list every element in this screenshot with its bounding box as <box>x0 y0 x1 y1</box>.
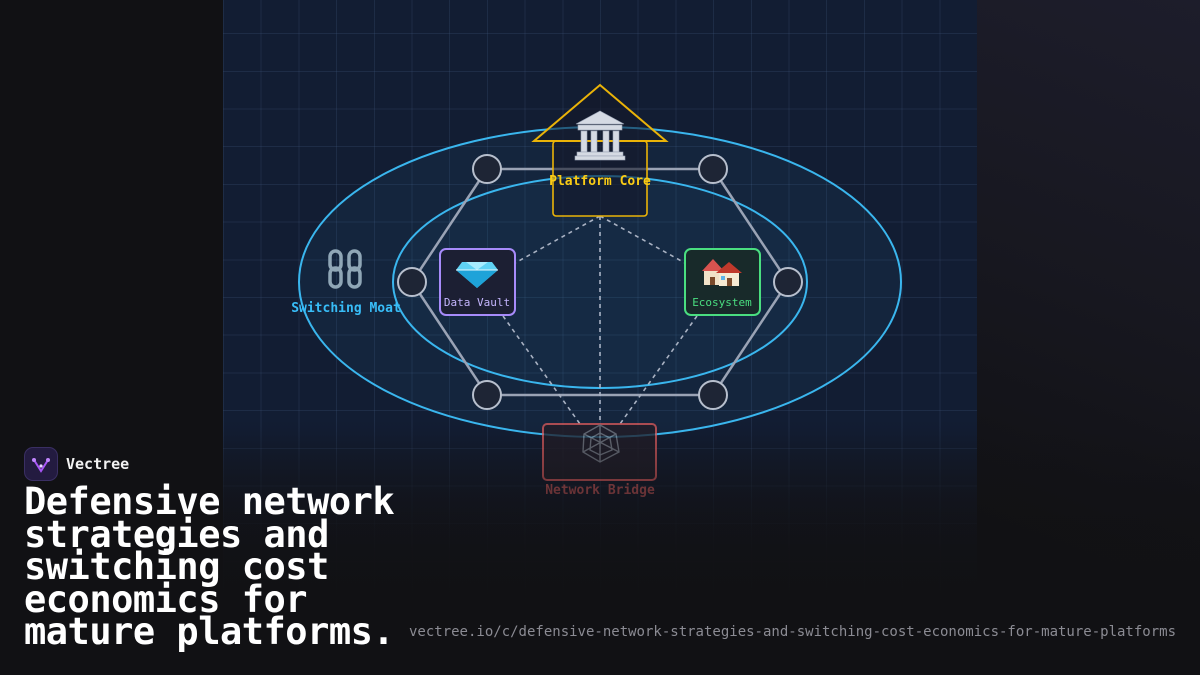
network-bridge-node: Network Bridge <box>542 423 657 498</box>
article-url[interactable]: vectree.io/c/defensive-network-strategie… <box>408 624 1176 640</box>
brand[interactable]: Vectree <box>24 447 129 481</box>
data-vault-node: Data Vault <box>439 248 516 316</box>
network-bridge-label: Network Bridge <box>545 483 655 498</box>
vectree-logo-icon <box>24 447 58 481</box>
vertex-node <box>472 154 502 184</box>
hexagon-vertices <box>397 154 803 410</box>
gem-icon <box>456 262 498 288</box>
page-title: Defensive network strategies and switchi… <box>24 480 395 653</box>
data-vault-label: Data Vault <box>444 296 510 309</box>
platform-core-node: Platform Core <box>531 83 669 217</box>
brand-name: Vectree <box>66 455 130 473</box>
classical-building-icon <box>574 110 626 161</box>
houses-icon <box>702 259 742 286</box>
vertex-node <box>773 267 803 297</box>
platform-core-label: Platform Core <box>549 174 651 189</box>
chain-link-icon <box>328 249 362 289</box>
ecosystem-node: Ecosystem <box>684 248 761 316</box>
vertex-node <box>698 154 728 184</box>
switching-moat-marker: Switching Moat <box>291 249 401 316</box>
switching-moat-label: Switching Moat <box>291 301 401 316</box>
vertex-node <box>698 380 728 410</box>
vertex-node <box>397 267 427 297</box>
vertex-node <box>472 380 502 410</box>
dashed-connections <box>502 215 698 425</box>
ecosystem-label: Ecosystem <box>692 296 752 309</box>
